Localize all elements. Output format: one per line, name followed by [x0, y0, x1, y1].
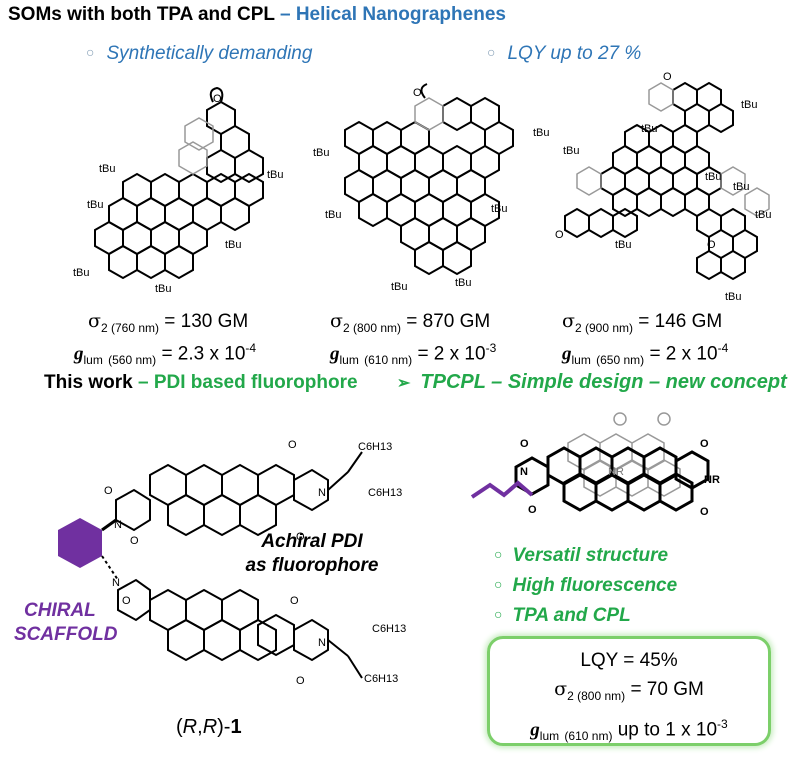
tbu-label: tBu — [705, 171, 722, 183]
list-item: ○TPA and CPL — [494, 605, 631, 626]
atom-o-label: O — [296, 675, 305, 687]
atom-o-label: O — [707, 239, 716, 251]
tbu-label: tBu — [313, 147, 330, 159]
tbu-label: tBu — [615, 239, 632, 251]
sigma-value-box: σ2 (800 nm) = 70 GM — [554, 678, 704, 703]
tpcpl-heading: ➢TPCPL – Simple design – new concept — [397, 371, 787, 393]
glum-value-3: glum (650 nm) = 2 x 10-4 — [562, 341, 729, 368]
sigma-value-2: σ2 (800 nm) = 870 GM — [330, 310, 491, 335]
compound-label: (R,R)-1 — [176, 716, 242, 738]
c6h13-label: C6H13 — [358, 441, 392, 453]
atom-n-label: N — [704, 474, 712, 486]
atom-n-label: N — [114, 519, 122, 531]
list-item: ○Versatil structure — [494, 545, 669, 566]
tbu-label: tBu — [563, 145, 580, 157]
compound-1-structure: N N N N O O O O O O O C6H13 C6H13 C6H13 … — [0, 400, 440, 700]
tbu-label: tBu — [533, 127, 550, 139]
atom-n-label: N — [318, 487, 326, 499]
c6h13-label: C6H13 — [372, 623, 406, 635]
bullet-circle-icon: ○ — [86, 44, 95, 60]
tbu-label: tBu — [267, 169, 284, 181]
tbu-label: tBu — [741, 99, 758, 111]
atom-nr-label: NR — [608, 466, 624, 478]
atom-o-label: O — [700, 506, 709, 518]
tbu-label: tBu — [73, 267, 90, 279]
nanographene-structure-1: O tBu tBu tBu tBu tBu tBu — [55, 80, 295, 300]
bullet-circle-icon: ○ — [494, 546, 503, 562]
summary-box: LQY = 45% σ2 (800 nm) = 70 GM glum (610 … — [487, 636, 771, 746]
atom-o-label: O — [122, 595, 131, 607]
bullet-circle-icon: ○ — [494, 576, 503, 592]
tbu-label: tBu — [755, 209, 772, 221]
tbu-label: tBu — [325, 209, 342, 221]
atom-o-label: O — [555, 229, 564, 241]
pdi-stack-structure: NR R N N O O O O — [468, 405, 768, 535]
atom-o-label: O — [520, 438, 529, 450]
bullet-synthetically-demanding: ○Synthetically demanding — [86, 43, 313, 64]
atom-o-label: O — [104, 485, 113, 497]
title-subtitle: – Helical Nanographenes — [279, 4, 506, 25]
atom-r-label: R — [712, 474, 720, 486]
atom-o-label: O — [130, 535, 139, 547]
section-title: SOMs with both TPA and CPL – Helical Nan… — [8, 4, 506, 26]
tbu-label: tBu — [155, 283, 172, 295]
lqy-value: LQY = 45% — [580, 650, 678, 671]
bullet-circle-icon: ○ — [494, 606, 503, 622]
c6h13-label: C6H13 — [368, 487, 402, 499]
atom-o-label: O — [413, 87, 422, 99]
achiral-pdi-label: Achiral PDI as fluorophore — [245, 531, 379, 576]
atom-o-label: O — [288, 439, 297, 451]
bullet-lqy: ○LQY up to 27 % — [487, 43, 642, 64]
sigma-value-1: σ2 (760 nm) = 130 GM — [88, 310, 249, 335]
nanographene-structure-3: O O O tBu tBu tBu tBu tBu tBu tBu tBu — [555, 62, 790, 307]
tbu-label: tBu — [391, 281, 408, 293]
arrow-bullet-icon: ➢ — [397, 375, 411, 392]
nanographene-structure-2: O tBu tBu tBu tBu tBu tBu — [305, 80, 555, 300]
atom-o-label: O — [528, 504, 537, 516]
feature-list: ○Versatil structure ○High fluorescence ○… — [494, 540, 677, 630]
tbu-label: tBu — [87, 199, 104, 211]
tbu-label: tBu — [455, 277, 472, 289]
tbu-label: tBu — [641, 123, 658, 135]
this-work-heading: This work – PDI based fluorophore — [44, 372, 358, 393]
tbu-label: tBu — [725, 291, 742, 303]
tbu-label: tBu — [733, 181, 750, 193]
atom-n-label: N — [112, 577, 120, 589]
title-main: SOMs with both TPA and CPL — [8, 4, 275, 25]
tbu-label: tBu — [491, 203, 508, 215]
atom-n-label: N — [520, 466, 528, 478]
atom-n-label: N — [318, 637, 326, 649]
atom-o-label: O — [290, 595, 299, 607]
tbu-label: tBu — [99, 163, 116, 175]
tbu-label: tBu — [225, 239, 242, 251]
atom-o-label: O — [700, 438, 709, 450]
list-item: ○High fluorescence — [494, 575, 678, 596]
sigma-value-3: σ2 (900 nm) = 146 GM — [562, 310, 723, 335]
c6h13-label: C6H13 — [364, 673, 398, 685]
chiral-scaffold-label: CHIRAL SCAFFOLD — [14, 600, 118, 645]
atom-o-label: O — [296, 531, 305, 543]
atom-o-label: O — [213, 93, 222, 105]
bullet-circle-icon: ○ — [487, 44, 496, 60]
glum-value-box: glum (610 nm) up to 1 x 10-3 — [530, 716, 728, 743]
atom-o-label: O — [663, 71, 672, 83]
glum-value-1: glum (560 nm) = 2.3 x 10-4 — [74, 341, 257, 368]
glum-value-2: glum (610 nm) = 2 x 10-3 — [330, 341, 497, 368]
